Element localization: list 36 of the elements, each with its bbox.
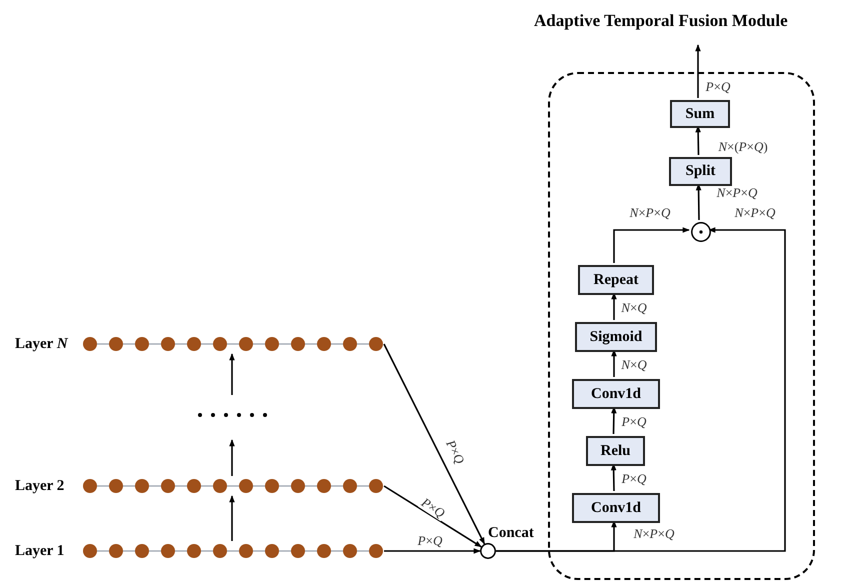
- process-box: Conv1d: [572, 379, 660, 409]
- edge-label: P×Q: [620, 415, 648, 429]
- process-box: Conv1d: [572, 493, 660, 523]
- process-box: Split: [669, 157, 732, 186]
- arrow: [384, 485, 482, 548]
- process-box: Sigmoid: [575, 322, 657, 352]
- edge-label: N×(P×Q): [717, 140, 769, 154]
- layer-label: Layer 2: [15, 477, 64, 496]
- module-title: Adaptive Temporal Fusion Module: [534, 10, 788, 32]
- arrow: [229, 495, 235, 541]
- edge-label: N×P×Q: [628, 206, 672, 220]
- edge-label: N×P×Q: [734, 206, 776, 220]
- edge-label: P×Q: [416, 534, 444, 548]
- edge-label: P×Q: [704, 80, 732, 94]
- layer-row: [12, 541, 384, 561]
- process-box: Repeat: [578, 265, 654, 295]
- layer-row: [12, 476, 384, 496]
- edge-label: N×Q: [620, 358, 648, 372]
- edge-label: N×Q: [620, 301, 648, 315]
- concat-label: Concat: [488, 524, 534, 542]
- process-box: Relu: [586, 436, 645, 466]
- dot-product-circle: [691, 222, 711, 242]
- arrow: [613, 227, 690, 263]
- arrow: [496, 227, 786, 552]
- arrow: [695, 44, 701, 98]
- process-box: Sum: [670, 100, 730, 128]
- edge-label: N×P×Q: [632, 527, 676, 541]
- edge-label: N×P×Q: [716, 186, 758, 200]
- layer-label: Layer 1: [15, 542, 64, 561]
- arrow: [229, 353, 235, 395]
- arrow: [383, 344, 486, 544]
- layer-label: Layer N: [15, 335, 68, 354]
- arrow: [229, 439, 235, 476]
- edge-label: P×Q: [620, 472, 648, 486]
- layer-row: [12, 334, 384, 354]
- arrow: [384, 548, 481, 554]
